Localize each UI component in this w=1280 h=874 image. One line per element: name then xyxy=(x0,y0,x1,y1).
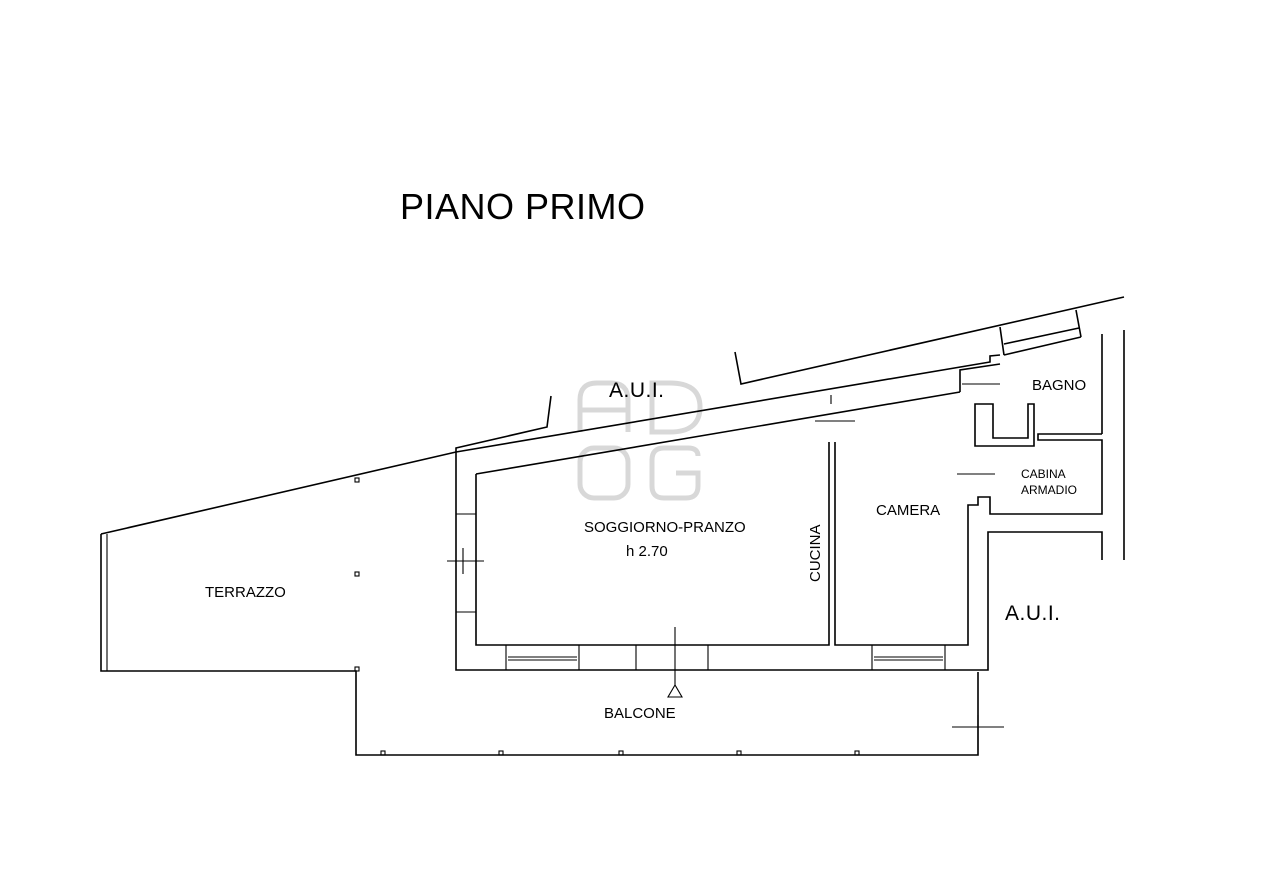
apartment-walls xyxy=(447,354,1103,671)
label-aui-top: A.U.I. xyxy=(609,379,665,402)
label-cucina: CUCINA xyxy=(807,524,824,582)
watermark-logo xyxy=(577,380,703,501)
label-aui-right: A.U.I. xyxy=(1005,602,1061,625)
label-cabina: CABINA xyxy=(1021,467,1066,481)
bathroom-fixtures xyxy=(974,403,1035,447)
label-balcone: BALCONE xyxy=(604,705,676,722)
entrance-marker xyxy=(667,627,1004,750)
plan-title: PIANO PRIMO xyxy=(400,186,646,227)
label-armadio: ARMADIO xyxy=(1021,483,1077,497)
south-windows xyxy=(505,645,946,670)
neighbour-boundary xyxy=(734,296,1125,560)
label-bagno: BAGNO xyxy=(1032,377,1086,394)
label-height: h 2.70 xyxy=(626,543,668,560)
label-terrazzo: TERRAZZO xyxy=(205,584,286,601)
label-camera: CAMERA xyxy=(876,502,940,519)
terrazzo-outline xyxy=(100,395,979,756)
label-soggiorno: SOGGIORNO-PRANZO xyxy=(584,519,746,536)
